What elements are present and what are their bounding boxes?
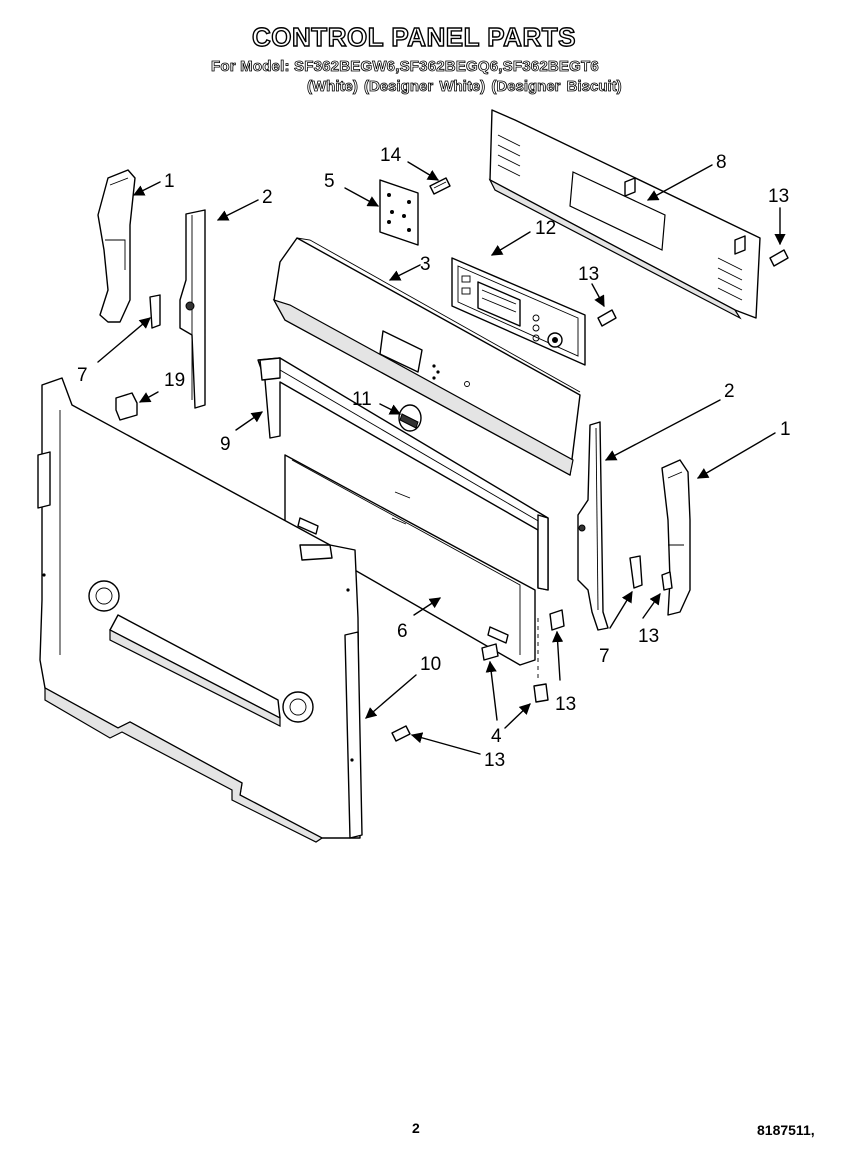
- callout-9: 9: [220, 434, 231, 455]
- callout-2-right: 2: [724, 381, 735, 402]
- clip-left-part: [149, 294, 161, 329]
- callout-12: 12: [535, 218, 556, 239]
- mounting-plate-part: [379, 179, 419, 246]
- side-trim-left-part: [179, 209, 206, 409]
- document-number: 8187511,: [757, 1122, 815, 1138]
- model-colors: (White) (Designer White) (Designer Biscu…: [307, 78, 622, 96]
- callout-6: 6: [397, 621, 408, 642]
- callout-5: 5: [324, 171, 335, 192]
- screw-part-13-center: [549, 609, 565, 631]
- callout-13-control: 13: [578, 264, 599, 285]
- callout-4: 4: [491, 726, 502, 747]
- callout-14: 14: [380, 145, 402, 166]
- leader-lines: [97, 161, 786, 755]
- callout-13-right: 13: [638, 626, 659, 647]
- callout-13-top-right: 13: [768, 186, 789, 207]
- backsplash-panel-part: [37, 377, 363, 843]
- callout-11: 11: [352, 389, 372, 410]
- control-panel-part: [272, 237, 581, 476]
- side-trim-right-part: [577, 421, 609, 631]
- callout-8: 8: [716, 152, 727, 173]
- callout-10: 10: [420, 654, 441, 675]
- callout-13-bottom: 13: [484, 750, 505, 771]
- page-number: 2: [412, 1120, 420, 1136]
- callout-2-left: 2: [262, 187, 273, 208]
- callout-19: 19: [164, 370, 185, 391]
- rear-panel-bracket-part: [488, 109, 761, 320]
- callout-labels: 1 2 5 14 3 12 13 8 13 7 19 9 11 2 1 6 7 …: [77, 145, 791, 771]
- callout-7-right: 7: [599, 646, 610, 667]
- electronic-clock-control-part: [451, 257, 586, 366]
- clip-part-19: [115, 392, 138, 421]
- model-numbers: For Model: SF362BEGW6,SF362BEGQ6,SF362BE…: [211, 58, 599, 76]
- screw-part-4: [481, 643, 549, 703]
- clip-right-part: [629, 555, 643, 589]
- screw-part-13-right: [661, 571, 673, 591]
- screw-part-13-top-right: [769, 249, 789, 267]
- page-title: CONTROL PANEL PARTS: [251, 21, 576, 52]
- inner-panel-part: [284, 454, 536, 666]
- control-knob-part: [398, 404, 422, 432]
- panel-frame-part: [257, 357, 549, 591]
- end-cap-left-part: [97, 169, 136, 323]
- callout-7-left: 7: [77, 365, 88, 386]
- end-cap-right-part: [661, 459, 691, 616]
- callout-1-left: 1: [164, 171, 175, 192]
- callout-13-center: 13: [555, 694, 576, 715]
- screw-part-13-control: [597, 309, 617, 327]
- screw-part-13-bottom: [391, 725, 411, 742]
- callout-3: 3: [420, 254, 431, 275]
- callout-1-right: 1: [780, 419, 791, 440]
- screw-part-14: [429, 177, 451, 195]
